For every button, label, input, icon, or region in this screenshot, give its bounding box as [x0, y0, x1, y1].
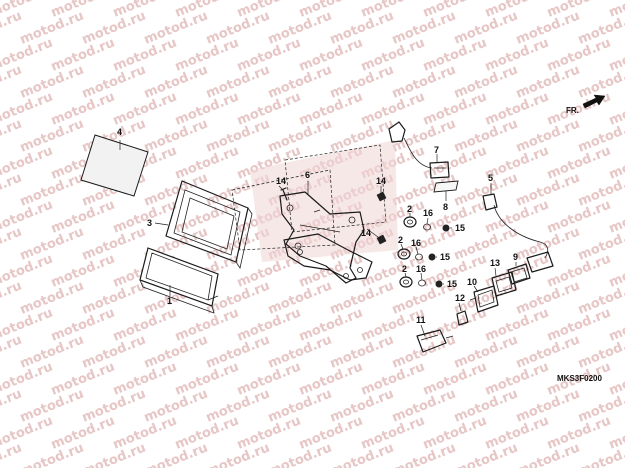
callout-label: 7	[434, 145, 439, 155]
part-10-socket	[469, 285, 499, 313]
part-4-sheet	[80, 134, 149, 197]
callout-label: 6	[305, 170, 310, 180]
front-direction-indicator: FR.	[566, 94, 606, 115]
callout-label: 15	[440, 252, 450, 262]
part-15-nuts	[428, 224, 450, 288]
background-reference-panels	[231, 140, 398, 262]
front-direction-arrow-icon	[582, 94, 606, 109]
callout-label: 11	[416, 315, 426, 325]
callout-label: 1	[167, 296, 172, 306]
diagram-code: MKS3F0200	[557, 374, 602, 383]
callout-label: 16	[411, 238, 421, 248]
callout-label: 16	[416, 264, 426, 274]
part-8-bracket	[283, 233, 373, 281]
callout-label: 2	[407, 204, 412, 214]
callout-label: 10	[467, 277, 477, 287]
part-7-sheet	[433, 180, 459, 193]
callout-label: 2	[402, 264, 407, 274]
part-6-connector	[388, 121, 450, 179]
part-5-sensor	[482, 193, 554, 273]
callout-label: 5	[488, 173, 493, 183]
part-3-meter-housing	[165, 180, 253, 270]
callout-label: 13	[490, 258, 500, 268]
part-14-bolts	[280, 187, 387, 245]
watermark-text: motod.ru	[607, 0, 625, 21]
callout-label: 14	[376, 176, 386, 186]
callout-label: 2	[398, 235, 403, 245]
callout-label: 16	[423, 208, 433, 218]
callout-label: 15	[455, 223, 465, 233]
callout-label: 12	[455, 293, 465, 303]
callout-label: 3	[147, 218, 152, 228]
part-11-bulb-holder	[416, 329, 454, 353]
part-12-clip	[456, 310, 469, 326]
part-1-meter-unit	[139, 247, 219, 314]
callout-leaders	[119, 140, 517, 337]
callout-label: 14	[361, 228, 371, 238]
callout-label: 8	[443, 202, 448, 212]
callout-label: 15	[447, 279, 457, 289]
callout-label: 4	[117, 127, 122, 137]
front-direction-label: FR.	[566, 106, 579, 115]
callout-labels: 4 3 1 6 14 14 14 2 2 2 16 16 16 15 15 15…	[117, 127, 518, 325]
callout-label: 14	[276, 176, 286, 186]
callout-label: 9	[513, 252, 518, 262]
